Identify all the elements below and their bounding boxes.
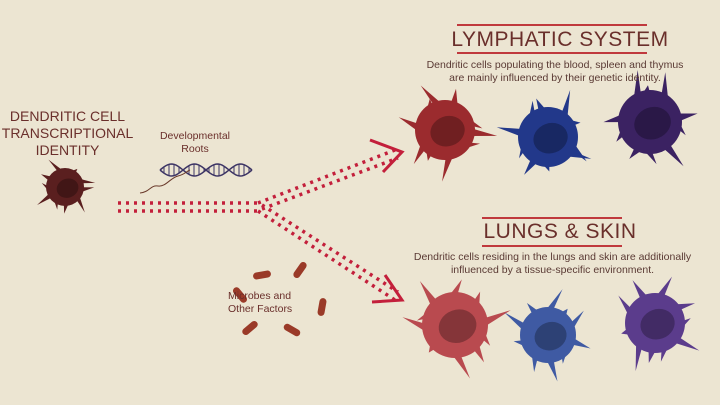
label-line: Other Factors — [228, 303, 293, 315]
cell-nucleus — [56, 178, 79, 198]
cell-dendrite — [63, 203, 69, 214]
heading-rule — [457, 24, 647, 26]
lungs-skin-description: Dendritic cells residing in the lungs an… — [385, 251, 720, 277]
source-title: DENDRITIC CELL TRANSCRIPTIONAL IDENTITY — [0, 108, 135, 159]
desc-line: Dendritic cells populating the blood, sp… — [426, 59, 684, 71]
lymphatic-dendritic-cell — [398, 85, 498, 182]
lungs-skin-dendritic-cell — [504, 289, 591, 382]
desc-line: Dendritic cells residing in the lungs an… — [413, 251, 692, 263]
cell-dendrite — [546, 359, 558, 382]
microbe-icon — [242, 320, 258, 336]
cell-dendrite — [483, 310, 511, 327]
desc-line: influenced by a tissue-specific environm… — [450, 264, 655, 276]
arrowhead-upper-icon — [369, 138, 405, 174]
cell-dendrite — [504, 312, 526, 331]
lungs-skin-dendritic-cell — [402, 279, 511, 379]
cell-dendrite — [398, 117, 419, 132]
cell-dendrite — [48, 159, 63, 172]
microbe-icon — [293, 261, 307, 279]
cell-dendrite — [402, 317, 427, 333]
cell-dendrite — [635, 342, 643, 372]
dotted-path-upper — [261, 156, 399, 211]
dna-strand — [159, 163, 253, 177]
cell-dendrite — [632, 280, 648, 300]
rna-strand — [139, 169, 191, 194]
cell-nucleus — [640, 308, 675, 340]
cell-dendrite — [677, 113, 698, 122]
cell-dendrite — [571, 337, 591, 349]
cell-dendrite — [442, 155, 454, 182]
cell-dendrite — [420, 85, 442, 106]
lungs-skin-dendritic-cell — [618, 276, 700, 372]
dotted-path-upper — [257, 148, 396, 205]
dotted-path-lower — [261, 203, 399, 294]
lymphatic-heading: LYMPHATIC SYSTEM — [451, 28, 669, 51]
source-title-line: IDENTITY — [35, 142, 100, 158]
cell-dendrite — [81, 187, 95, 192]
cell-dendrite — [656, 276, 673, 298]
microbe-icon — [317, 298, 327, 316]
source-dendritic-cell — [37, 159, 96, 214]
lymphatic-dendritic-cell — [496, 90, 592, 175]
label-line: Developmental — [159, 130, 231, 142]
dna-icon — [159, 163, 253, 177]
microbes-label: Microbes and Other Factors — [228, 290, 328, 316]
cell-dendrite — [37, 193, 52, 206]
cell-dendrite — [603, 114, 623, 123]
cell-nucleus — [634, 106, 671, 140]
cell-nucleus — [430, 115, 465, 147]
cell-nucleus — [533, 122, 568, 154]
cell-dendrite — [561, 90, 571, 119]
cell-dendrite — [633, 69, 641, 99]
microbe-icon — [232, 287, 248, 303]
cell-dendrite — [448, 279, 462, 296]
microbe-icon — [283, 323, 301, 337]
desc-line: are mainly influenced by their genetic i… — [449, 72, 661, 84]
cell-dendrite — [452, 354, 471, 379]
dotted-path-lower — [257, 209, 396, 302]
heading-rule — [482, 217, 622, 219]
label-line: Microbes and — [228, 290, 292, 302]
cell-dendrite — [662, 143, 684, 167]
arrowhead-lower-icon — [371, 274, 405, 304]
source-title-line: TRANSCRIPTIONAL — [1, 125, 134, 141]
cell-nucleus — [438, 309, 477, 344]
lymphatic-dendritic-cell — [603, 69, 698, 167]
heading-rule — [457, 52, 647, 54]
heading-rule — [482, 245, 622, 247]
cell-nucleus — [534, 321, 567, 351]
cell-dendrite — [80, 178, 96, 184]
lungs-skin-heading: LUNGS & SKIN — [483, 220, 637, 243]
cell-dendrite — [545, 289, 563, 311]
label-line: Roots — [181, 143, 209, 155]
cell-dendrite — [496, 127, 523, 137]
source-title-line: DENDRITIC CELL — [9, 108, 126, 124]
microbe-icon — [253, 270, 271, 280]
cell-dendrite — [471, 128, 498, 137]
cell-dendrite — [673, 336, 700, 351]
lymphatic-description: Dendritic cells populating the blood, sp… — [395, 59, 715, 85]
developmental-roots-label: Developmental Roots — [150, 130, 240, 156]
